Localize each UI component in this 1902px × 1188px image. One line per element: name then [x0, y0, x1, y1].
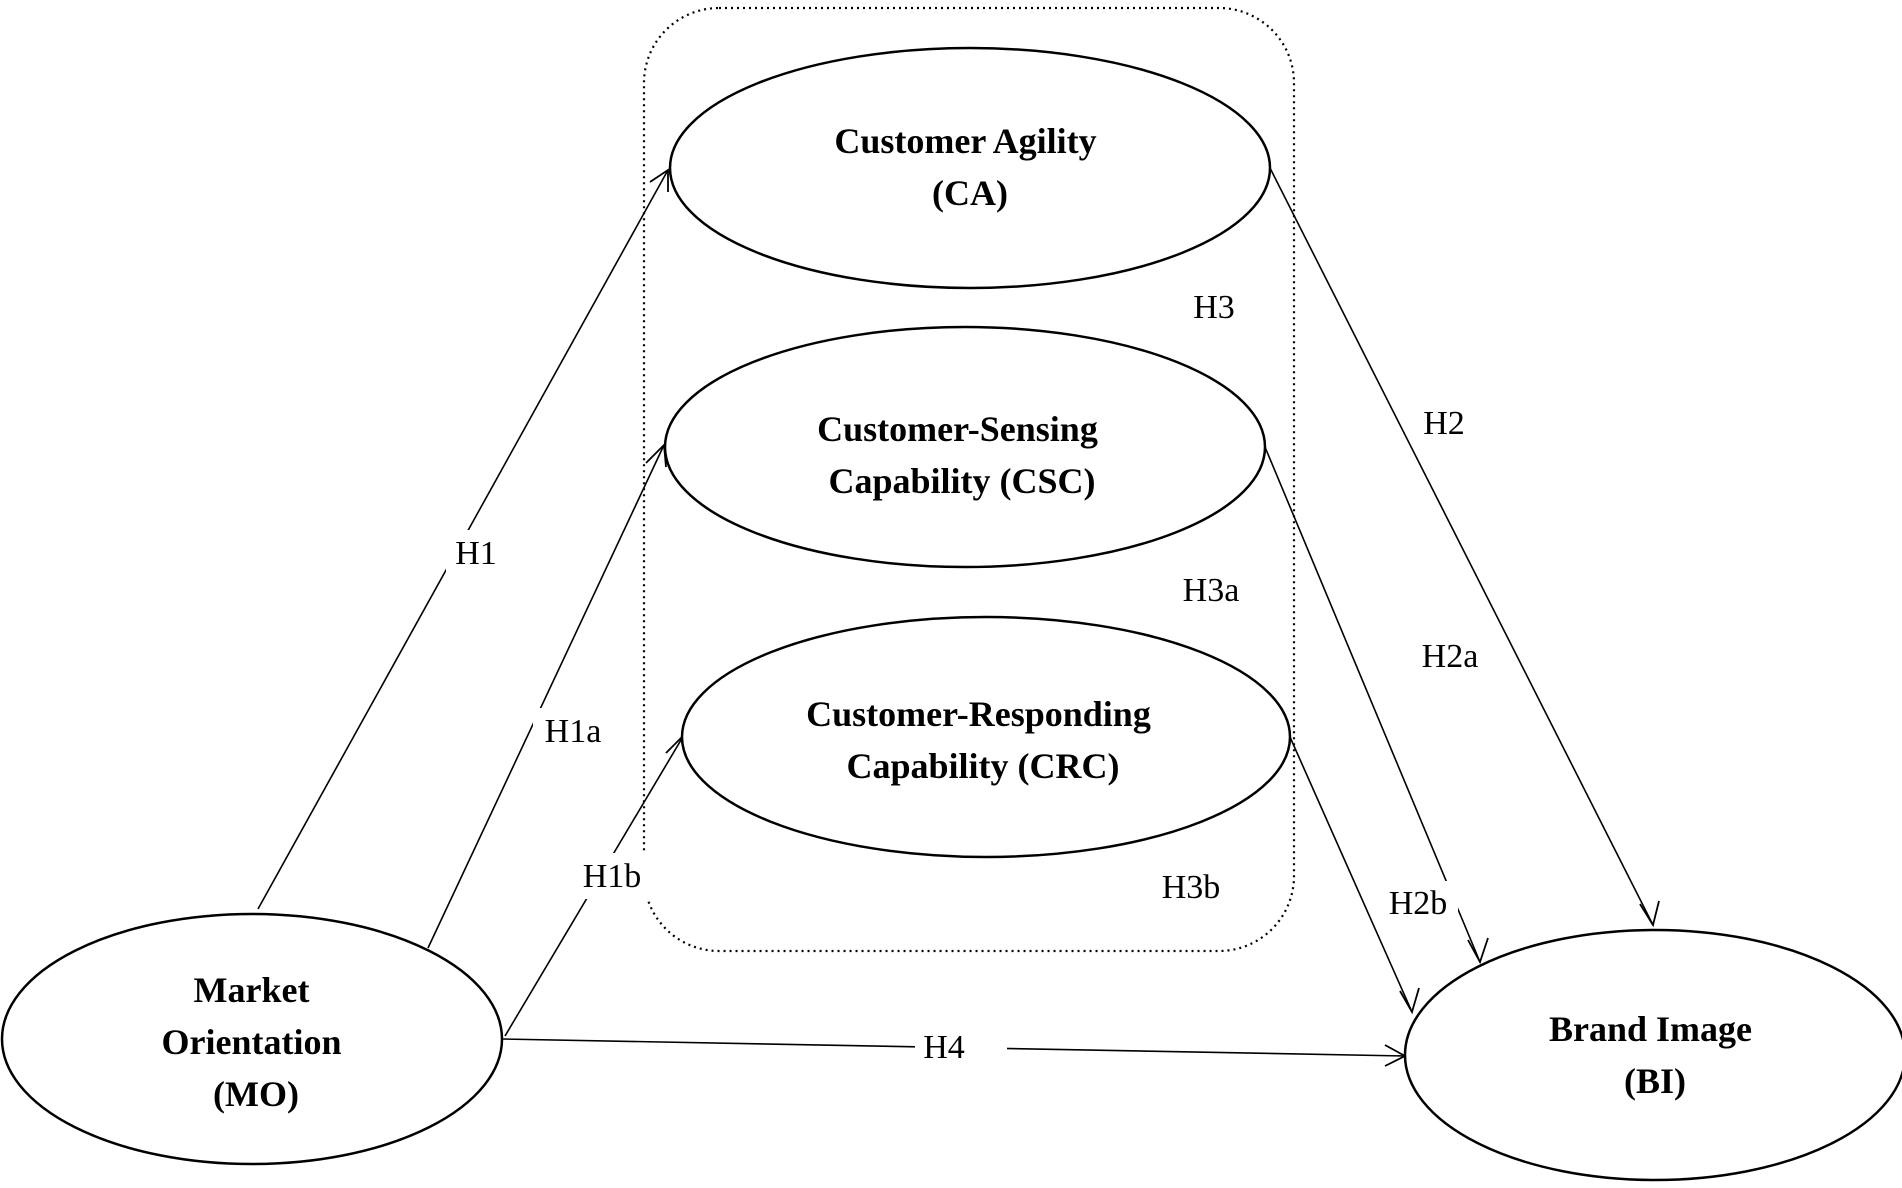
node-customer-sensing-capability: Customer-Sensing Capability (CSC) [663, 325, 1267, 569]
mediators-group-box [642, 6, 1296, 953]
arrowhead-bi-h2a [1467, 937, 1489, 965]
edges [257, 167, 1660, 1067]
node-crc-line-1: Customer-Responding [806, 694, 1151, 734]
edge-mo-csc [427, 444, 665, 949]
label-h2a: H2a [1422, 638, 1479, 675]
svg-text:Market Orientation: Market Orientation (MO) [162, 970, 351, 1114]
node-market-orientation: Market Orientation (MO) [0, 912, 504, 1166]
svg-text:Customer-Responding Capa: Customer-Responding Capability (CRC) [806, 694, 1160, 786]
node-brand-image: Brand Image (BI) [1403, 928, 1902, 1182]
label-h2b: H2b [1389, 885, 1448, 922]
label-h1a: H1a [545, 713, 602, 750]
edge-crc-bi [1289, 736, 1413, 1013]
svg-text:Brand Image (BI): Brand Image (BI) [1549, 1009, 1761, 1101]
node-mo-line-1: Market [194, 970, 310, 1010]
node-bi-line-2: (BI) [1624, 1061, 1686, 1101]
arrowhead-bi-h2b [1399, 987, 1420, 1015]
node-ca-line-1: Customer Agility [834, 121, 1096, 161]
node-customer-agility: Customer Agility (CA) [668, 46, 1272, 290]
edge-ca-bi [1269, 167, 1654, 926]
edge-labels: H1 H1a H1b H4 H2 H2a H2b H3 H3a H3b [446, 289, 1490, 1070]
label-h1b: H1b [583, 858, 642, 895]
label-h3b: H3b [1162, 869, 1221, 906]
edge-csc-bi [1264, 446, 1481, 963]
label-h3: H3 [1193, 289, 1235, 326]
node-bi-line-1: Brand Image [1549, 1009, 1752, 1049]
node-customer-responding-capability: Customer-Responding Capability (CRC) [680, 615, 1292, 859]
svg-text:Customer Agility (CA): Customer Agility (CA) [834, 121, 1105, 213]
node-csc-line-2: Capability (CSC) [828, 461, 1095, 501]
node-mo-line-3: (MO) [213, 1074, 299, 1114]
arrowhead-ca-h1 [649, 168, 669, 192]
label-h2: H2 [1423, 405, 1465, 442]
label-h1: H1 [455, 535, 497, 572]
label-h3a: H3a [1183, 572, 1240, 609]
node-ca-line-2: (CA) [932, 173, 1008, 213]
node-mo-line-2: Orientation [162, 1022, 342, 1062]
arrowhead-bi-h2 [1639, 900, 1660, 928]
label-h4: H4 [923, 1029, 965, 1066]
node-csc-line-1: Customer-Sensing [817, 409, 1098, 449]
svg-text:Customer-Sensing Capabil: Customer-Sensing Capability (CSC) [817, 409, 1107, 501]
node-crc-line-2: Capability (CRC) [846, 746, 1119, 786]
